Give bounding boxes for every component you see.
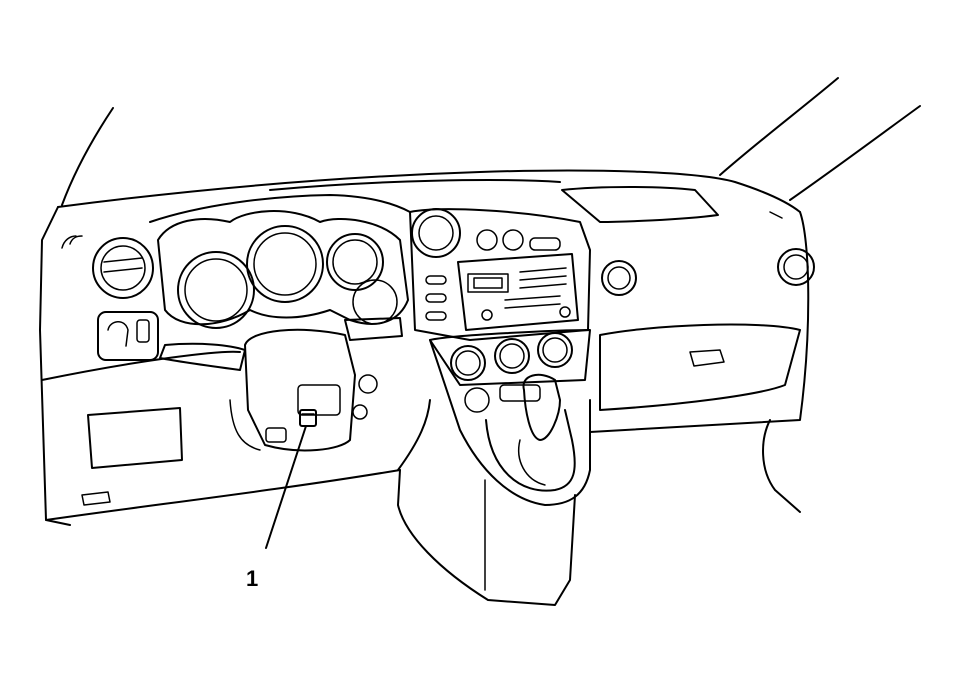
steering-column (159, 317, 403, 452)
left-vent (92, 237, 154, 299)
radio-unit (457, 253, 579, 331)
callout-leader-line (265, 425, 307, 549)
instrument-cluster (157, 210, 409, 329)
right-vents (601, 248, 815, 296)
lower-left-dash (41, 350, 401, 521)
center-stack (409, 208, 591, 341)
windshield-pillars (61, 77, 921, 206)
glove-box (589, 211, 810, 513)
shifter-console (397, 339, 591, 606)
callout-label-1: 1 (246, 566, 258, 591)
left-switch-panel (97, 311, 159, 361)
defrost-panel (561, 186, 719, 223)
dashboard-top (39, 169, 801, 526)
climate-knobs (429, 329, 591, 413)
steering-column-connector (299, 409, 317, 427)
